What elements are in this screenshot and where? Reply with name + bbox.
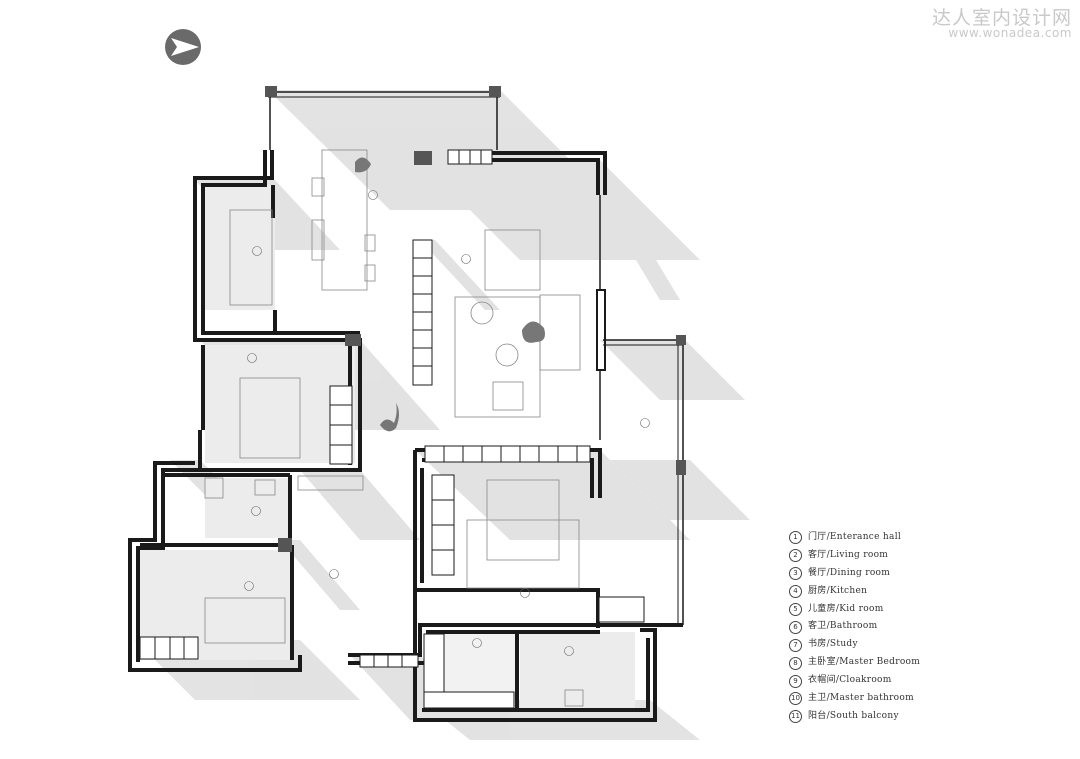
legend-number: 11 (789, 710, 802, 724)
plant-icons (355, 157, 545, 432)
legend-number: 4 (789, 585, 802, 599)
legend-number: 5 (789, 603, 802, 617)
legend-item: 4 厨房/Kitchen (789, 583, 920, 601)
legend-number: 10 (789, 692, 802, 706)
legend-number: 6 (789, 620, 802, 634)
legend-item: 1 门厅/Enterance hall (789, 529, 920, 547)
legend-number: 3 (789, 567, 802, 581)
legend-item: 10 主卫/Master bathroom (789, 690, 920, 708)
legend-label: 衣帽间/Cloakroom (808, 675, 892, 686)
room-number-markers (244, 190, 650, 656)
legend-item: 2 客厅/Living room (789, 547, 920, 565)
legend-label: 厨房/Kitchen (808, 585, 868, 596)
legend-label: 客厅/Living room (808, 549, 889, 560)
legend-label: 餐厅/Dining room (808, 567, 891, 578)
legend-label: 书房/Study (808, 639, 858, 650)
legend-item: 7 书房/Study (789, 636, 920, 654)
legend-number: 7 (789, 638, 802, 652)
room-legend: 1 门厅/Enterance hall 2 客厅/Living room 3 餐厅/Din… (789, 529, 920, 726)
cabinetry (139, 149, 645, 709)
legend-label: 阳台/South balcony (808, 710, 899, 721)
legend-item: 9 衣帽间/Cloakroom (789, 672, 920, 690)
legend-item: 6 客卫/Bathroom (789, 618, 920, 636)
legend-number: 1 (789, 531, 802, 545)
walls (128, 91, 684, 722)
legend-label: 儿童房/Kid room (808, 603, 884, 614)
watermark-url: www.wonadea.com (948, 26, 1072, 40)
legend-item: 5 儿童房/Kid room (789, 601, 920, 619)
legend-item: 11 阳台/South balcony (789, 708, 920, 726)
legend-label: 主卧室/Master Bedroom (808, 657, 921, 668)
legend-number: 8 (789, 656, 802, 670)
legend-label: 门厅/Enterance hall (808, 532, 902, 542)
watermark-title: 达人室内设计网 (931, 7, 1072, 29)
legend-number: 9 (789, 674, 802, 688)
legend-number: 2 (789, 549, 802, 563)
legend-item: 3 餐厅/Dining room (789, 565, 920, 583)
north-arrow-icon (165, 29, 201, 65)
legend-item: 8 主卧室/Master Bedroom (789, 654, 920, 672)
legend-label: 主卫/Master bathroom (808, 693, 914, 704)
legend-label: 客卫/Bathroom (808, 621, 878, 632)
